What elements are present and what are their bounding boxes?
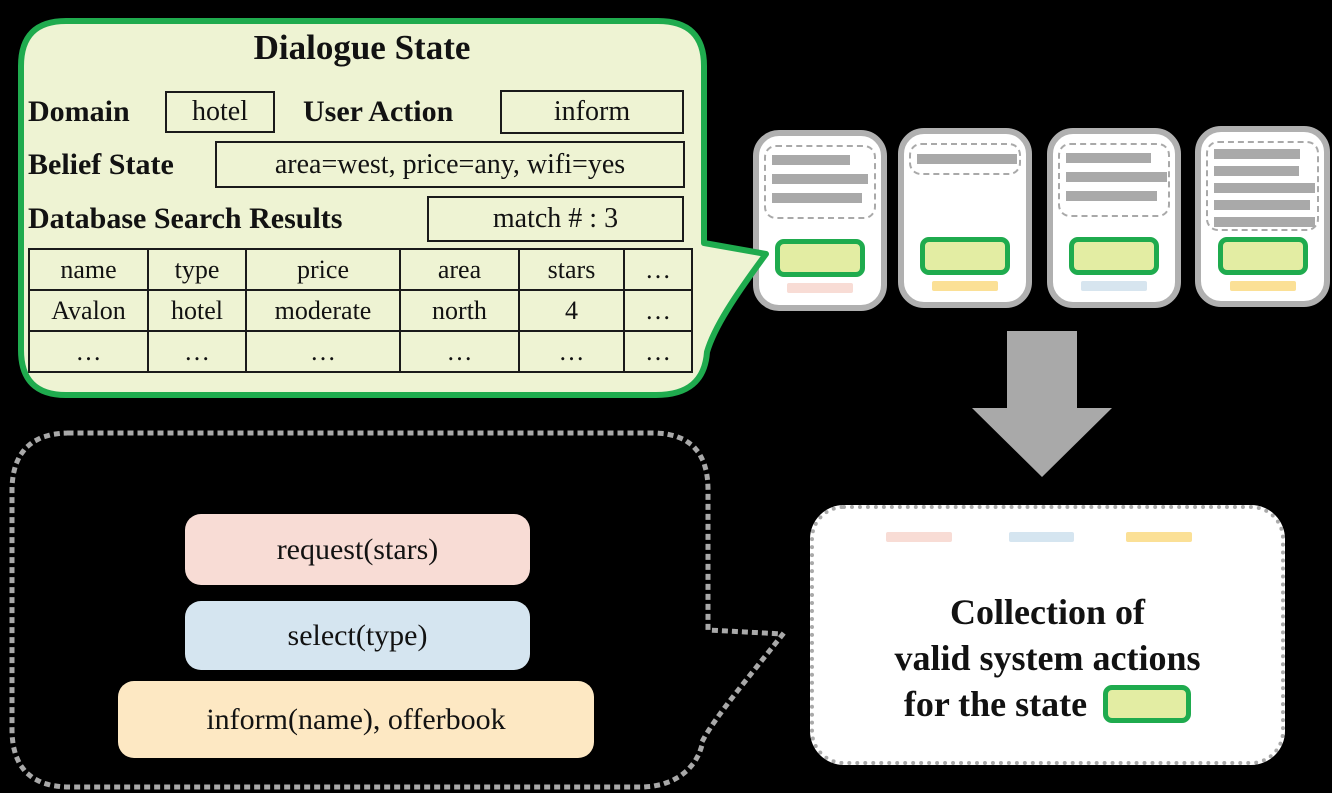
table-cell: … — [623, 330, 693, 373]
table-cell: north — [399, 289, 520, 332]
domain-value-box: hotel — [165, 91, 275, 133]
table-row: Avalon hotel moderate north 4 … — [28, 289, 693, 332]
dialogue-state-panel: Dialogue State Domain hotel User Action … — [20, 20, 704, 396]
collection-caption-line: for the state — [814, 681, 1281, 727]
collection-caption-line: valid system actions — [894, 638, 1201, 678]
state-chip — [1069, 237, 1159, 275]
table-cell: … — [147, 330, 247, 373]
text-line-bar — [1066, 191, 1157, 201]
legend-bar-yellow — [1126, 532, 1192, 542]
text-line-bar — [1214, 217, 1315, 227]
text-line-bar — [772, 174, 868, 184]
table-header-cell: … — [623, 248, 693, 291]
down-arrow-icon — [972, 331, 1112, 477]
table-cell: moderate — [245, 289, 401, 332]
action-accent-bar — [932, 281, 998, 291]
text-line-bar — [1214, 183, 1315, 193]
collection-caption-text: for the state — [903, 684, 1088, 724]
table-cell: … — [518, 330, 625, 373]
collection-box: Collection of valid system actions for t… — [810, 505, 1285, 765]
action-accent-bar — [787, 283, 853, 293]
belief-state-label: Belief State — [28, 148, 174, 181]
user-action-label: User Action — [303, 95, 454, 128]
db-results-label: Database Search Results — [28, 202, 343, 235]
belief-state-value-box: area=west, price=any, wifi=yes — [215, 141, 685, 188]
action-accent-bar — [1229, 281, 1296, 291]
dialogue-state-title: Dialogue State — [253, 28, 471, 67]
table-header-cell: type — [147, 248, 247, 291]
action-box-select: select(type) — [185, 601, 530, 670]
legend-bar-pink — [886, 532, 952, 542]
text-line-bar — [1214, 200, 1310, 210]
card-text-region — [909, 143, 1021, 175]
collection-caption: Collection of valid system actions for t… — [814, 589, 1281, 727]
table-cell: 4 — [518, 289, 625, 332]
table-header-cell: name — [28, 248, 149, 291]
text-line-bar — [772, 155, 850, 165]
table-row: … … … … … … — [28, 330, 693, 373]
user-action-value-box: inform — [500, 90, 684, 134]
state-chip — [1103, 685, 1192, 723]
domain-label: Domain — [28, 95, 130, 128]
text-line-bar — [772, 193, 862, 203]
card-text-region — [1206, 141, 1319, 231]
state-card — [1047, 128, 1181, 308]
card-text-region — [764, 145, 876, 219]
text-line-bar — [1066, 172, 1167, 182]
table-header-cell: price — [245, 248, 401, 291]
table-header-cell: stars — [518, 248, 625, 291]
state-chip — [775, 239, 865, 277]
text-line-bar — [1066, 153, 1151, 163]
table-cell: Avalon — [28, 289, 149, 332]
action-box-inform: inform(name), offerbook — [118, 681, 594, 758]
table-header-row: name type price area stars … — [28, 248, 693, 291]
action-box-request: request(stars) — [185, 514, 530, 585]
text-line-bar — [1214, 166, 1299, 176]
table-cell: … — [623, 289, 693, 332]
db-results-value-box: match # : 3 — [427, 196, 684, 242]
legend-bar-blue — [1009, 532, 1074, 542]
text-line-bar — [917, 154, 1017, 164]
state-chip — [920, 237, 1010, 275]
collection-caption-line: Collection of — [950, 592, 1145, 632]
action-accent-bar — [1081, 281, 1147, 291]
state-card — [753, 130, 887, 311]
state-card — [1195, 126, 1330, 307]
db-results-table: name type price area stars … Avalon hote… — [28, 248, 693, 373]
table-cell: … — [245, 330, 401, 373]
text-line-bar — [1214, 149, 1300, 159]
state-card — [898, 128, 1032, 308]
card-text-region — [1058, 143, 1170, 217]
table-header-cell: area — [399, 248, 520, 291]
table-cell: … — [399, 330, 520, 373]
state-chip — [1217, 237, 1308, 275]
table-cell: hotel — [147, 289, 247, 332]
table-cell: … — [28, 330, 149, 373]
